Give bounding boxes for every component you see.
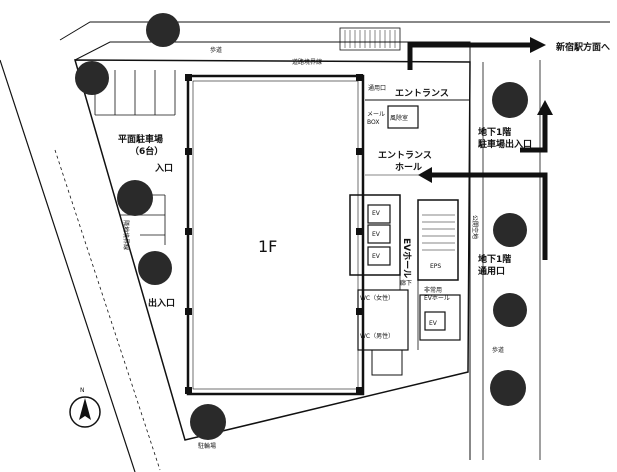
columns <box>185 74 363 394</box>
exit-entry-label: 出入口 <box>148 297 175 309</box>
tree <box>492 82 528 118</box>
arrow-head-right-icon <box>530 37 546 53</box>
tree <box>190 404 226 440</box>
mailbox-line1: メール <box>367 111 385 118</box>
ev-label-1: EV <box>372 210 381 217</box>
parking-area <box>94 70 176 245</box>
parking-in-arrow <box>430 172 548 260</box>
site-boundary-label: 道路境界線 <box>292 58 322 66</box>
tree <box>490 370 526 406</box>
b1-service-line1: 地下1階 <box>478 253 511 265</box>
top-road <box>59 21 610 62</box>
main-floor-area <box>186 74 365 396</box>
toilet-men-label: WC（男性） <box>360 332 394 340</box>
toilet-women-label: WC（女性） <box>360 294 394 302</box>
sidewalk-right-label: 歩道 <box>492 346 504 354</box>
ev-label-3: EV <box>372 253 381 260</box>
tree <box>138 251 172 285</box>
route-arrows <box>407 42 548 260</box>
entry-label: 入口 <box>154 163 173 174</box>
left-street <box>0 59 161 472</box>
entrance-area <box>339 27 470 176</box>
north-label: N <box>80 387 85 394</box>
b1-parking-line1: 地下1階 <box>478 126 511 138</box>
parking-line1: 平面駐車場 <box>118 133 163 145</box>
tree <box>493 213 527 247</box>
trees <box>75 13 528 440</box>
parking-line2: （6台） <box>130 145 163 157</box>
entrance-label: エントランス <box>395 88 449 99</box>
north-arrow: N <box>69 387 101 428</box>
side-road-label: 隣地境界線 <box>122 220 130 250</box>
tree <box>146 13 180 47</box>
entrance-hall-line1: エントランス <box>378 150 432 161</box>
public-sidewalk-label: 公開空地 <box>471 215 479 239</box>
b1-service-line2: 通用口 <box>478 265 505 277</box>
ev-label-4: EV <box>429 320 438 327</box>
site-boundary <box>74 59 471 441</box>
b1-parking-line2: 駐車場出入口 <box>478 138 532 150</box>
service-ev-line2: EVホール <box>424 295 450 302</box>
tree <box>493 293 527 327</box>
to-station-arrow <box>407 42 530 70</box>
service-ev-line1: 非常用 <box>424 286 442 294</box>
floor-label: 1F <box>258 237 277 256</box>
tree <box>75 61 109 95</box>
service-entrance-label: 通用口 <box>368 84 386 92</box>
ps-label: EPS <box>430 263 441 270</box>
ev-hall-label: EVホール <box>401 238 412 278</box>
tree <box>117 180 153 216</box>
parking-up-arrow <box>520 115 548 153</box>
sidewalk-top-label: 歩道 <box>210 46 222 54</box>
ev-label-2: EV <box>372 231 381 238</box>
to-shinjuku-label: 新宿駅方面へ <box>556 41 610 53</box>
arrow-head-up-icon <box>537 100 553 115</box>
arrow-head-left-icon <box>418 167 432 183</box>
entrance-hall-line2: ホール <box>395 162 422 173</box>
mailbox-line2: BOX <box>367 119 379 126</box>
core-area <box>349 194 461 376</box>
windbreak-room-label: 風除室 <box>390 114 408 122</box>
rack-label: 駐輪場 <box>198 442 216 450</box>
corridor-label: 廊下 <box>400 279 412 287</box>
